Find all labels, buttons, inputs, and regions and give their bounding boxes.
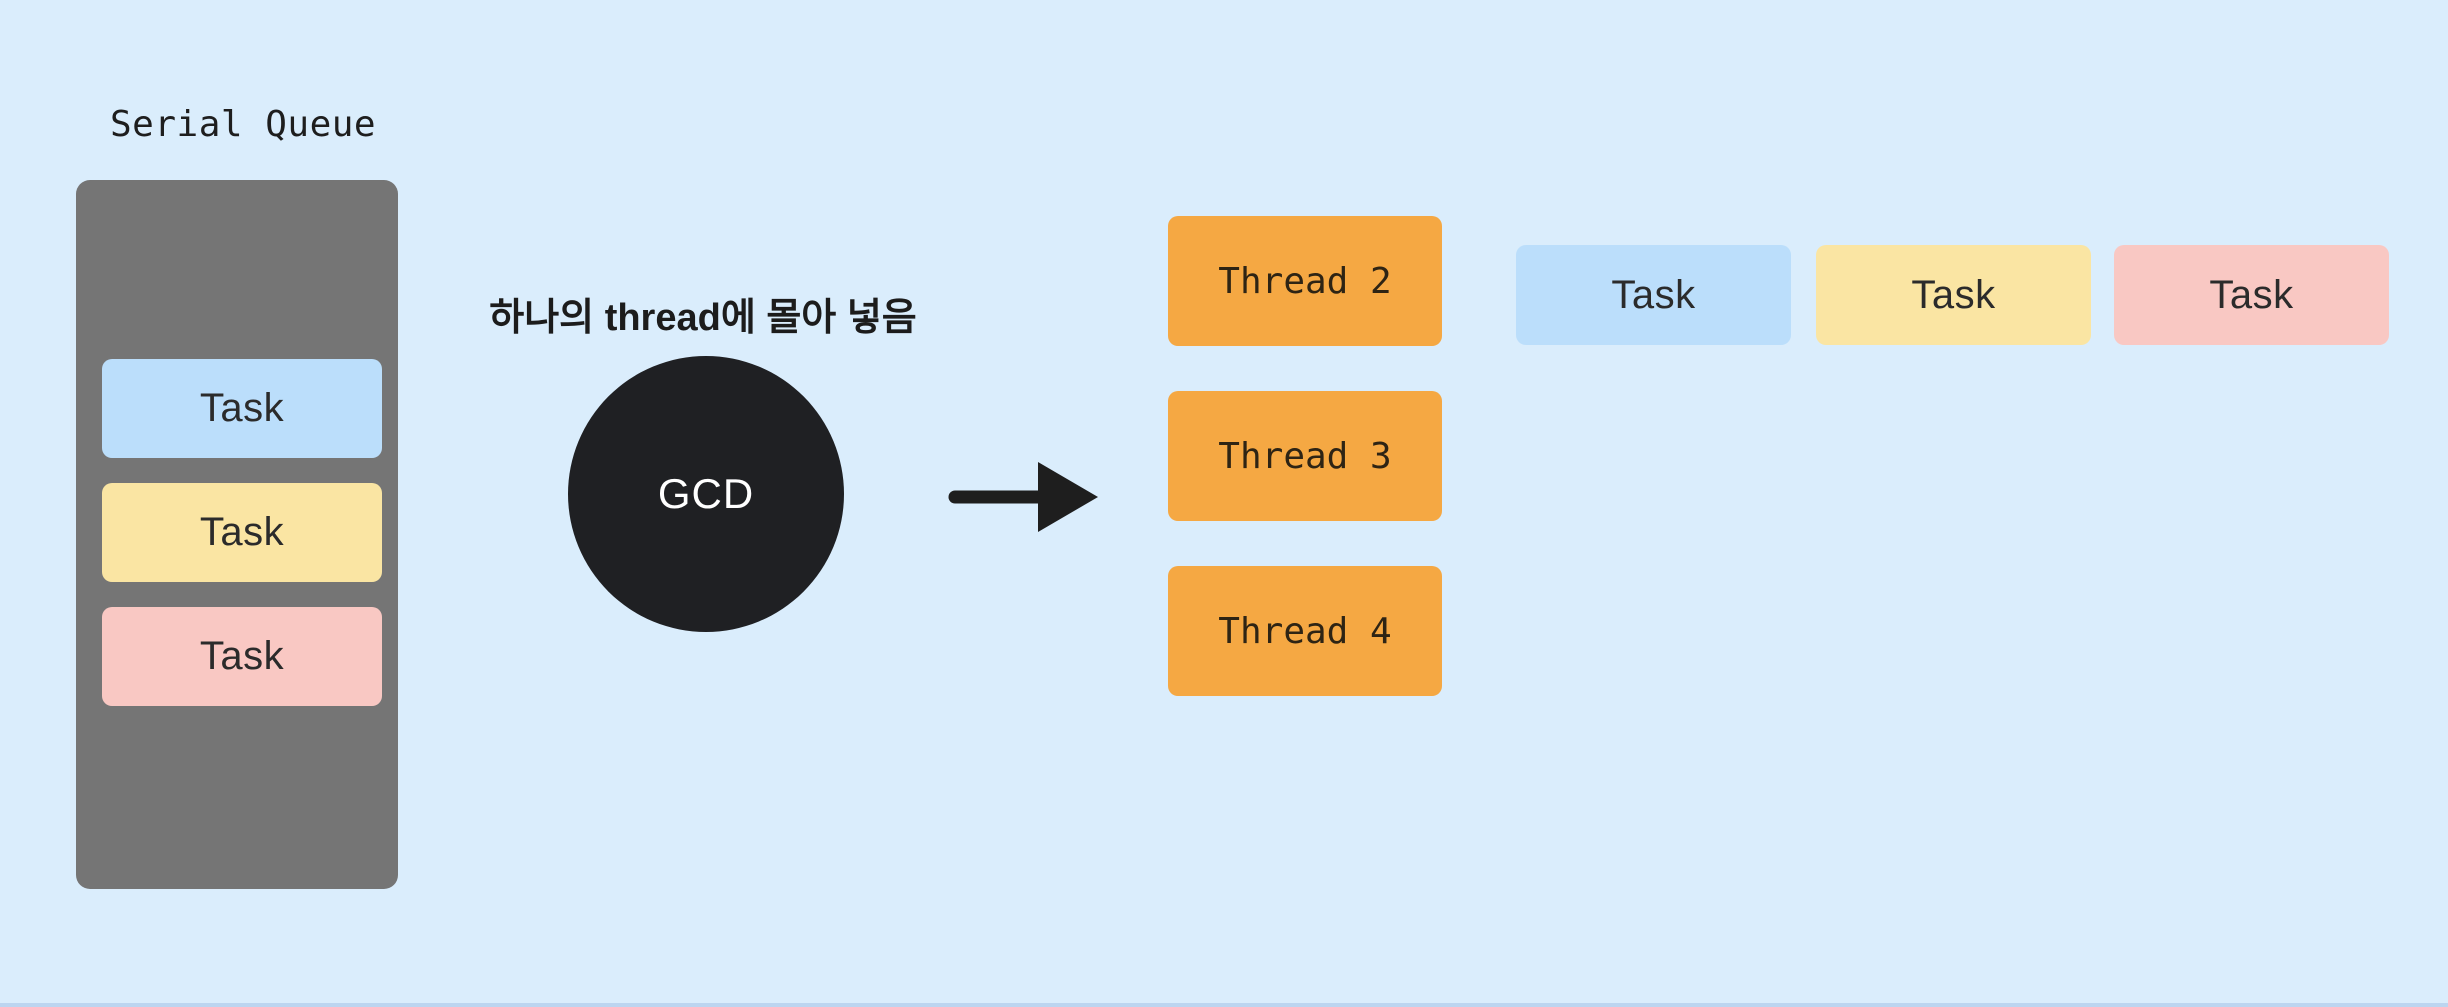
thread-2-box: Thread 2 bbox=[1168, 216, 1442, 346]
dispatched-task-pink: Task bbox=[2114, 245, 2389, 345]
queue-task-label: Task bbox=[199, 510, 285, 554]
dispatched-task-yellow: Task bbox=[1816, 245, 2091, 345]
dispatched-task-label: Task bbox=[2209, 272, 2294, 317]
bottom-edge-strip bbox=[0, 1003, 2448, 1007]
serial-queue-title: Serial Queue bbox=[110, 104, 377, 145]
thread-2-label: Thread 2 bbox=[1218, 260, 1392, 302]
queue-task-label: Task bbox=[199, 634, 285, 678]
thread-4-box: Thread 4 bbox=[1168, 566, 1442, 696]
right-arrow-icon bbox=[948, 462, 1098, 532]
thread-3-label: Thread 3 bbox=[1218, 435, 1392, 477]
queue-task-blue: Task bbox=[102, 359, 382, 458]
serial-queue-container: Task Task Task bbox=[76, 180, 398, 889]
gcd-label: GCD bbox=[657, 470, 755, 517]
gcd-annotation: 하나의 thread에 몰아 넣음 bbox=[489, 297, 917, 339]
dispatched-task-blue: Task bbox=[1516, 245, 1791, 345]
thread-4-label: Thread 4 bbox=[1218, 610, 1392, 652]
queue-task-label: Task bbox=[199, 386, 285, 430]
thread-3-box: Thread 3 bbox=[1168, 391, 1442, 521]
dispatched-task-label: Task bbox=[1911, 272, 1996, 317]
queue-task-pink: Task bbox=[102, 607, 382, 706]
gcd-circle: GCD bbox=[568, 356, 844, 632]
queue-task-yellow: Task bbox=[102, 483, 382, 582]
dispatched-task-label: Task bbox=[1611, 272, 1696, 317]
